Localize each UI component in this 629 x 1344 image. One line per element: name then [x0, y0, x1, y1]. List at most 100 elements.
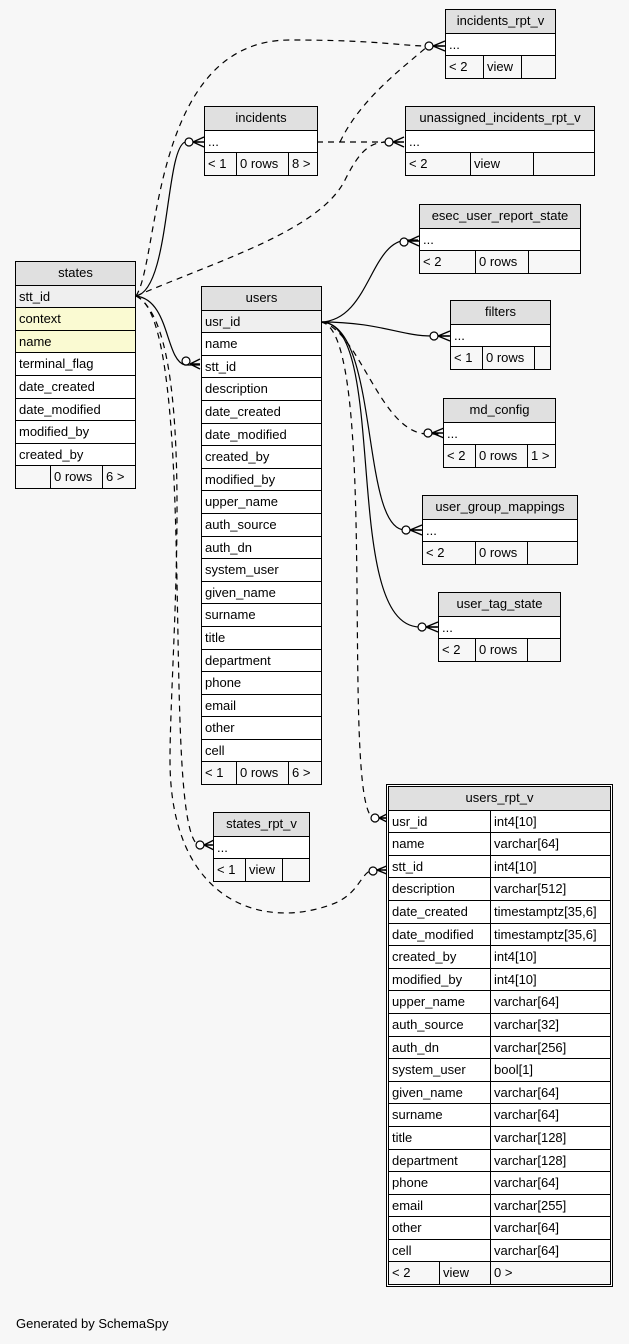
column-name: auth_source	[392, 1016, 464, 1032]
row-count: view	[439, 1262, 490, 1285]
column-type: varchar[64]	[490, 1172, 610, 1194]
endpoint-circle	[195, 840, 205, 850]
table-title[interactable]: users	[245, 290, 278, 305]
column-row[interactable]: stt_id	[202, 354, 321, 378]
column-row[interactable]: name	[202, 332, 321, 355]
table-filters[interactable]: filters ... < 1 0 rows	[450, 300, 551, 370]
parents-count: < 2	[426, 545, 445, 561]
table-title[interactable]: users_rpt_v	[465, 790, 534, 805]
column-row[interactable]: stt_id	[16, 284, 135, 308]
table-user-group-mappings[interactable]: user_group_mappings ... < 2 0 rows	[422, 495, 578, 565]
table-title[interactable]: states_rpt_v	[226, 816, 297, 831]
column-row[interactable]: name	[16, 329, 135, 353]
table-title[interactable]: incidents_rpt_v	[456, 13, 545, 28]
column-name: modified_by	[205, 471, 276, 487]
column-name: date_created	[392, 903, 468, 919]
column-row[interactable]: system_user	[202, 558, 321, 581]
column-type: varchar[64]	[490, 1239, 610, 1262]
column-row[interactable]: terminal_flag	[16, 352, 135, 375]
table-title[interactable]: states	[58, 265, 93, 280]
table-title[interactable]: unassigned_incidents_rpt_v	[419, 110, 581, 125]
crows-foot-icon	[392, 136, 405, 148]
table-incidents-rpt-v[interactable]: incidents_rpt_v ... < 2 view	[445, 9, 556, 79]
column-row[interactable]: modified_by	[16, 420, 135, 443]
endpoint-circle	[429, 331, 439, 341]
column-type: int4[10]	[490, 810, 610, 833]
table-user-tag-state[interactable]: user_tag_state ... < 2 0 rows	[438, 592, 561, 662]
column-row[interactable]: cell	[202, 738, 321, 762]
column-type: int4[10]	[490, 968, 610, 991]
crows-foot-icon	[409, 524, 423, 536]
column-row[interactable]: phone	[202, 671, 321, 694]
column-row[interactable]: title	[202, 625, 321, 649]
table-unassigned-incidents-rpt-v[interactable]: unassigned_incidents_rpt_v ... < 2 view	[405, 106, 595, 176]
column-type: timestamptz[35,6]	[490, 923, 610, 946]
endpoint-circle	[424, 41, 434, 51]
column-row[interactable]: other	[202, 716, 321, 739]
column-row[interactable]: context	[16, 307, 135, 330]
crows-foot-icon	[203, 839, 215, 851]
column-row[interactable]: upper_name	[202, 490, 321, 513]
table-title[interactable]: user_group_mappings	[435, 499, 565, 514]
column-row[interactable]: created_by	[16, 442, 135, 466]
column-row[interactable]: auth_dn	[202, 535, 321, 559]
row-count: view	[245, 859, 282, 881]
column-row[interactable]: auth_source varchar[32]	[389, 1012, 610, 1036]
table-title[interactable]: incidents	[235, 110, 287, 125]
column-row[interactable]: date_modified	[16, 397, 135, 421]
column-row[interactable]: date_created	[16, 374, 135, 398]
column-row[interactable]: description	[202, 377, 321, 400]
column-row[interactable]: usr_id	[202, 309, 321, 333]
column-row[interactable]: auth_source	[202, 512, 321, 536]
column-name: created_by	[205, 449, 270, 465]
table-title[interactable]: esec_user_report_state	[431, 208, 569, 223]
collapsed-columns: ...	[426, 522, 437, 538]
table-md-config[interactable]: md_config ... < 2 0 rows 1 >	[443, 398, 556, 468]
table-title[interactable]: md_config	[469, 402, 530, 417]
table-states-rpt-v[interactable]: states_rpt_v ... < 1 view	[213, 812, 310, 882]
column-type: varchar[32]	[490, 1013, 610, 1036]
edge-users-filters	[320, 321, 449, 337]
edge-states-incidents-rpt-v	[135, 39, 446, 297]
column-type: varchar[64]	[490, 1081, 610, 1104]
column-row[interactable]: date_created	[202, 399, 321, 423]
column-row[interactable]: created_by	[202, 445, 321, 468]
table-esec-user-report-state[interactable]: esec_user_report_state ... < 2 0 rows	[419, 204, 581, 274]
column-name: terminal_flag	[19, 356, 94, 372]
column-name: surname	[205, 607, 256, 623]
children-count	[282, 859, 309, 881]
table-title[interactable]: filters	[484, 304, 517, 319]
column-row[interactable]: department	[202, 648, 321, 672]
column-name: upper_name	[205, 494, 278, 510]
column-row[interactable]: surname	[202, 603, 321, 626]
column-row[interactable]: modified_by	[202, 467, 321, 491]
column-name: date_created	[19, 378, 95, 394]
table-title[interactable]: user_tag_state	[456, 596, 543, 611]
column-row[interactable]: email	[202, 693, 321, 717]
table-incidents[interactable]: incidents ... < 1 0 rows 8 >	[204, 106, 318, 176]
column-row[interactable]: given_name	[202, 580, 321, 604]
column-row[interactable]: date_modified	[202, 422, 321, 446]
